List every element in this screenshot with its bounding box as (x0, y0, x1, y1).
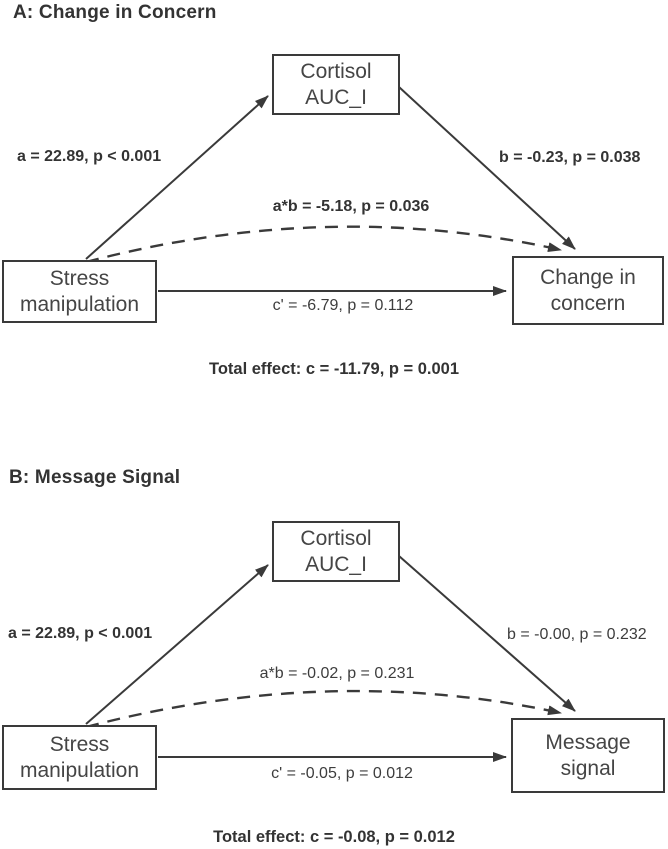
panel-a-path-b-arrow (398, 86, 576, 250)
panel-a-path-ab-label: a*b = -5.18, p = 0.036 (272, 198, 430, 215)
panel-a-path-a-arrow (85, 95, 269, 260)
panel-a-path-b-label: b = -0.23, p = 0.038 (499, 149, 641, 166)
panel-b-title: B: Message Signal (9, 467, 181, 488)
panel-b-total-effect: Total effect: c = -0.08, p = 0.012 (213, 828, 455, 846)
panel-a-mediator-box: Cortisol AUC_I (272, 54, 400, 115)
panel-a-total-effect: Total effect: c = -11.79, p = 0.001 (208, 360, 460, 378)
panel-a-title: A: Change in Concern (13, 2, 217, 23)
panel-a-path-c-prime-label: c' = -6.79, p = 0.112 (272, 297, 414, 314)
panel-b-path-ab-label: a*b = -0.02, p = 0.231 (259, 665, 415, 682)
panel-b-mediator-box: Cortisol AUC_I (272, 521, 400, 582)
panel-b-path-a-arrow (85, 564, 269, 725)
panel-b-predictor-box: Stress manipulation (2, 725, 157, 790)
panel-a-path-a-label: a = 22.89, p < 0.001 (17, 148, 162, 165)
panel-b-path-b-label: b = -0.00, p = 0.232 (507, 626, 647, 643)
panel-a-arrows (85, 86, 576, 296)
panel-a-predictor-box: Stress manipulation (2, 260, 157, 323)
panel-b-path-b-arrow (398, 555, 576, 712)
panel-b-path-c-prime-label: c' = -0.05, p = 0.012 (271, 765, 413, 782)
panel-a-indirect-dashed-arrow (85, 225, 562, 264)
panel-b-outcome-box: Message signal (511, 718, 665, 793)
panel-b-path-a-label: a = 22.89, p < 0.001 (8, 625, 153, 642)
panel-b-arrows (85, 555, 576, 762)
panel-a-outcome-box: Change in concern (512, 256, 664, 325)
panel-b-indirect-dashed-arrow (85, 689, 562, 729)
